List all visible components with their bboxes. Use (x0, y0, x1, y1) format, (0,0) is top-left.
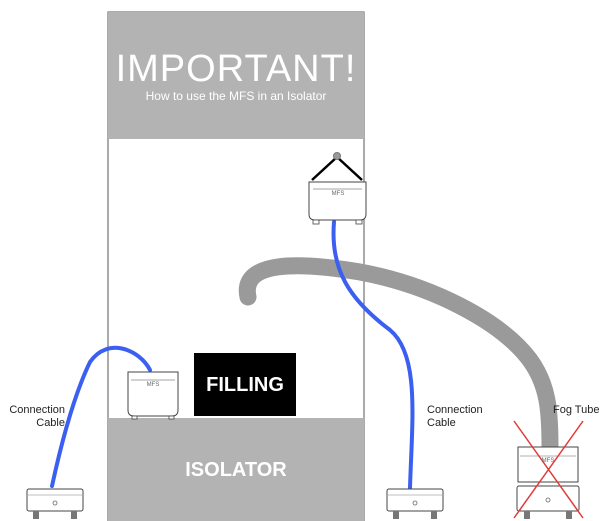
connection-cable-right-line-1: Connection (427, 404, 483, 416)
fog-tube-label: Fog Tube (553, 404, 600, 416)
isolator-label: ISOLATOR (185, 459, 287, 481)
mfs-badge-top: MFS (331, 191, 345, 197)
mfs-device-top (308, 152, 367, 225)
connection-cable-right (331, 220, 415, 490)
red-cross-line-2 (513, 420, 584, 519)
filling-box (194, 353, 296, 416)
crossed-out-fog-unit (513, 420, 584, 519)
mfs-badge-filling: MFS (146, 382, 160, 388)
connection-cable-left-line-1: Connection (9, 404, 65, 416)
page-title: IMPORTANT! (115, 48, 357, 90)
connection-box-right (386, 488, 444, 519)
isolator-panel (108, 418, 364, 521)
connection-cable-label-right: Connection Cable (427, 404, 497, 430)
filling-label: FILLING (206, 374, 284, 396)
fog-tube (238, 257, 559, 456)
mfs-device-filling (127, 371, 179, 420)
connection-cable-left-line-2: Cable (36, 417, 65, 429)
connection-box-left (26, 488, 84, 519)
page-subtitle: How to use the MFS in an Isolator (145, 89, 327, 103)
mfs-badge-fog-unit: MFS (541, 458, 555, 464)
header-panel (108, 12, 364, 139)
connection-cable-label-left: Connection Cable (0, 404, 65, 430)
connection-cable-right-line-2: Cable (427, 417, 456, 429)
connection-cable-left (50, 345, 152, 488)
